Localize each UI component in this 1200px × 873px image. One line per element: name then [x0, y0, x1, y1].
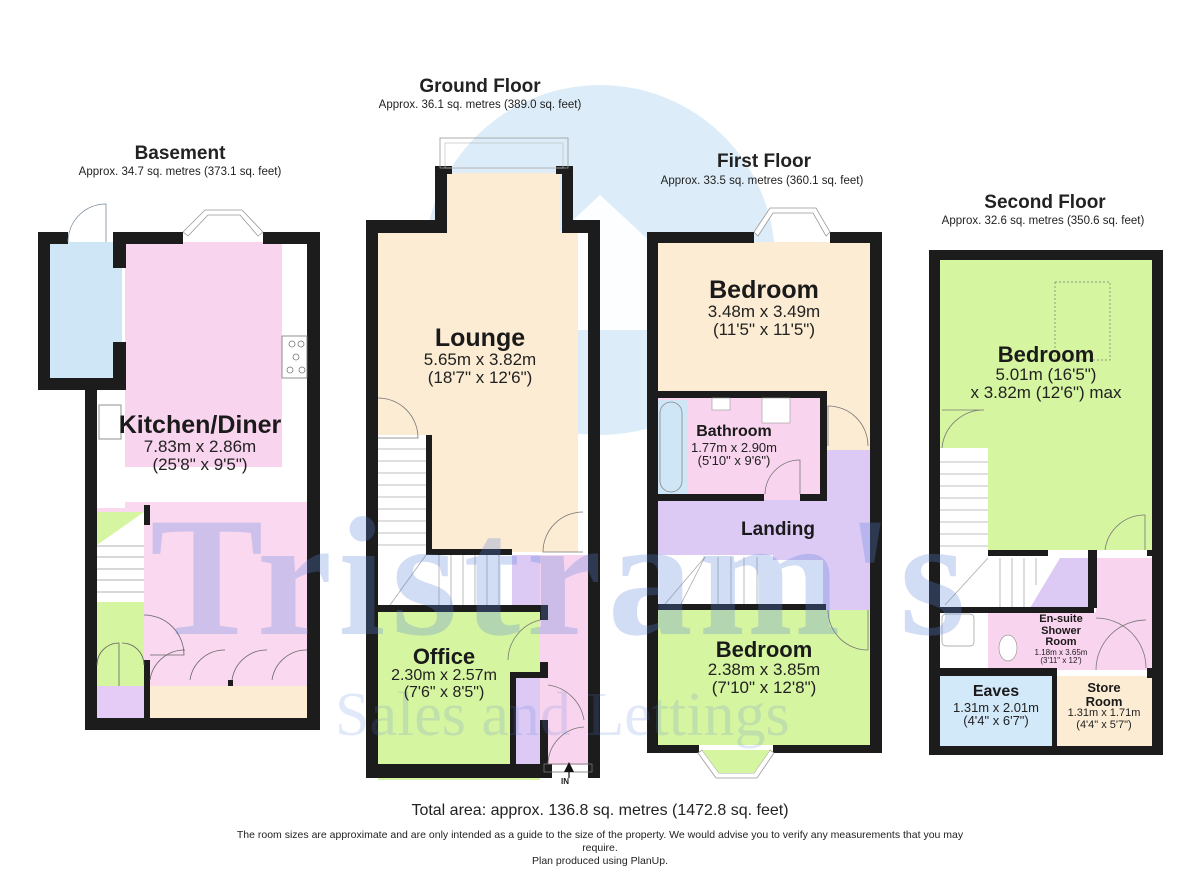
room-store: Store Room 1.31m x 1.71m (4'4" x 5'7") [1067, 680, 1141, 731]
disclaimer-line-2: require. [582, 842, 618, 855]
plan-credit: Plan produced using PlanUp. [531, 855, 668, 868]
room-office: Office 2.30m x 2.57m (7'6" x 8'5") [391, 644, 497, 701]
room-bedroom-first-front: Bedroom 3.48m x 3.49m (11'5" x 11'5") [707, 276, 821, 340]
basement-area: Approx. 34.7 sq. metres (373.1 sq. feet) [78, 166, 282, 178]
first-floor-area: Approx. 33.5 sq. metres (360.1 sq. feet) [660, 175, 864, 187]
room-landing: Landing [741, 519, 815, 540]
disclaimer-line-1: The room sizes are approximate and are o… [236, 829, 964, 841]
room-ensuite-shower: En-suite Shower Room 1.18m x 3.65m (3'11… [1034, 613, 1088, 666]
room-eaves: Eaves 1.31m x 2.01m (4'4" x 6'7") [953, 683, 1039, 729]
second-floor-plan [929, 250, 1163, 755]
room-kitchen-diner: Kitchen/Diner 7.83m x 2.86m (25'8" x 9'5… [118, 411, 282, 475]
basement-title: Basement [134, 143, 226, 164]
first-floor-title: First Floor [717, 151, 811, 172]
room-bathroom: Bathroom 1.77m x 2.90m (5'10" x 9'6") [691, 423, 777, 469]
ground-floor-title: Ground Floor [419, 76, 541, 97]
room-bedroom-second: Bedroom 5.01m (16'5") x 3.82m (12'6") ma… [970, 342, 1122, 402]
first-floor-plan [647, 207, 882, 779]
disclaimer: The room sizes are approximate and are o… [200, 829, 1000, 868]
basement-plan [38, 203, 320, 730]
total-area: Total area: approx. 136.8 sq. metres (14… [411, 802, 789, 819]
entrance-label: IN [561, 777, 569, 786]
room-lounge: Lounge 5.65m x 3.82m (18'7" x 12'6") [423, 324, 537, 388]
ground-floor-plan [366, 137, 600, 780]
ground-floor-area: Approx. 36.1 sq. metres (389.0 sq. feet) [378, 99, 582, 111]
second-floor-area: Approx. 32.6 sq. metres (350.6 sq. feet) [941, 215, 1145, 227]
second-floor-title: Second Floor [984, 192, 1106, 213]
room-bedroom-first-rear: Bedroom 2.38m x 3.85m (7'10" x 12'8") [707, 637, 821, 697]
